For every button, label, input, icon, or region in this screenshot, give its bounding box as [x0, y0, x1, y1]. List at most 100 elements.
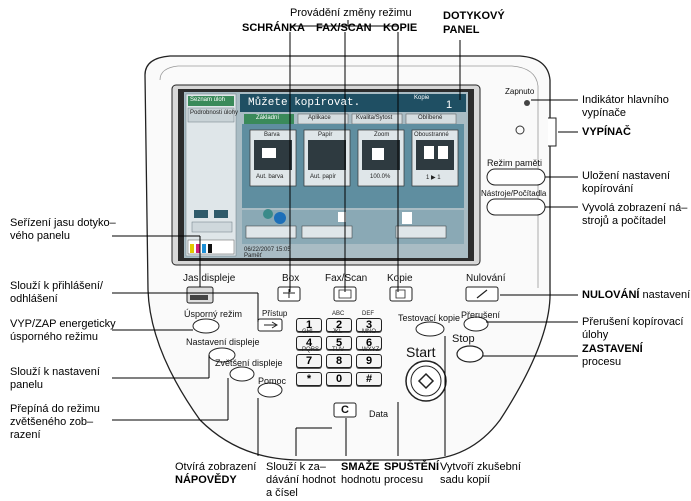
reset-annotation: NULOVÁNÍ nastavení: [582, 289, 690, 302]
screen-detail-btn: [187, 107, 235, 123]
keypad-key[interactable]: 8: [326, 354, 352, 368]
power-switch: [548, 117, 557, 147]
enlarge-display-key: [229, 366, 255, 382]
login-annotation-2: odhlášení: [10, 293, 58, 305]
keypad-key[interactable]: 1: [296, 318, 322, 332]
proof-copy-key: [415, 321, 445, 337]
interrupt-annotation-2: úlohy: [582, 329, 609, 341]
tools-annotation-1: Vyvolá zobrazení ná–: [582, 202, 688, 214]
box-label: Box: [282, 273, 300, 284]
screen-delete-btn: [191, 221, 233, 233]
reset-annotation-bold: NULOVÁNÍ: [582, 289, 640, 301]
keypad-annotation-2: dávání hodnot: [266, 474, 336, 486]
keypad-key[interactable]: 7: [296, 354, 322, 368]
screen-card-paper[interactable]: Papír: [318, 132, 333, 138]
enlarge-annotation-2: zvětšeného zob–: [10, 416, 94, 428]
memory-annotation-2: kopírování: [582, 183, 634, 195]
start-diamond: [417, 372, 435, 390]
panel-inner-edge: [159, 65, 539, 288]
stop-label: Stop: [452, 333, 475, 345]
keypad-key-letters: DEF: [362, 311, 374, 317]
interrupt-label: Přerušení: [461, 310, 501, 320]
power-save-label: Úsporný režim: [184, 309, 243, 319]
keypad-key-letters: TUV: [332, 347, 344, 353]
power-indicator-annotation-1: Indikátor hlavního: [582, 94, 669, 106]
tools-counter-button: [486, 198, 546, 216]
screen-card-paper-sub: Aut. papír: [310, 174, 337, 180]
power-icon-ring: [515, 125, 525, 135]
keypad-key[interactable]: 6: [356, 336, 382, 350]
screen-job-detail-button[interactable]: Podrobnosti úlohy: [190, 110, 239, 116]
screen-card-duplex[interactable]: Oboustranné: [414, 132, 449, 138]
keypad-key[interactable]: #: [356, 372, 382, 386]
power-save-key: [192, 318, 220, 334]
fax-scan-annotation: FAX/SCAN: [316, 22, 372, 34]
touch-panel-annotation-1: DOTYKOVÝ: [443, 10, 505, 22]
display-settings-label: Nastavení displeje: [186, 337, 260, 347]
screen-tab-0: [244, 114, 294, 124]
panel-settings-annotation-2: panelu: [10, 379, 44, 391]
keypad-key[interactable]: *: [296, 372, 322, 386]
help-label: Pomoc: [258, 376, 287, 386]
tools-counter-label: Nástroje/Počítadla: [481, 189, 547, 198]
interrupt-key: [463, 316, 489, 332]
touch-panel-annotation-2: PANEL: [443, 24, 480, 36]
data-label: Data: [369, 409, 389, 419]
stop-annotation-1: ZASTAVENÍ: [582, 343, 643, 355]
brightness-icon: [190, 295, 208, 300]
keypad-key-letters: MNO: [362, 329, 376, 335]
screen-card-color-sub: Aut. barva: [256, 174, 284, 180]
power-switch-annotation: VYPÍNAČ: [582, 126, 631, 138]
screen-tab-quality[interactable]: Kvalita/Sytost: [356, 115, 393, 121]
brightness-annotation-1: Seřízení jasu dotyko–: [10, 217, 116, 229]
keypad-key-letters: GHI: [302, 329, 313, 335]
screen-copies-label: Kopie: [414, 95, 430, 101]
keypad-key[interactable]: 9: [356, 354, 382, 368]
enlarge-annotation-3: razení: [10, 429, 41, 441]
screen-tab-favorites[interactable]: Oblíbené: [418, 115, 443, 121]
screen-tab-application[interactable]: Aplikace: [308, 115, 331, 121]
keypad-key[interactable]: 4: [296, 336, 322, 350]
screen-card-color[interactable]: Barva: [264, 132, 280, 138]
screen-tab-basic[interactable]: Základní: [256, 115, 280, 121]
help-annotation-2: NÁPOVĚDY: [175, 474, 237, 486]
keypad-annotation-1: Slouží k za–: [266, 461, 326, 473]
reset-label: Nulování: [466, 273, 506, 284]
screen-card-zoom[interactable]: Zoom: [374, 132, 390, 138]
keypad-key[interactable]: 0: [326, 372, 352, 386]
power-indicator-annotation-2: vypínače: [582, 107, 627, 119]
clear-key-label[interactable]: C: [341, 404, 349, 416]
brightness-label: Jas displeje: [183, 273, 236, 284]
keypad-key[interactable]: 5: [326, 336, 352, 350]
interrupt-annotation-1: Přerušení kopírovací: [582, 316, 684, 328]
start-label: Start: [406, 344, 436, 360]
reset-annotation-rest: nastavení: [639, 289, 691, 301]
keypad-key-letters: JKL: [332, 329, 343, 335]
screen-scroll-down: [214, 210, 228, 218]
clear-annotation-1: SMAŽE: [341, 461, 380, 473]
proof-annotation-2: sadu kopií: [440, 474, 491, 486]
copy-label: Kopie: [387, 273, 413, 284]
screen-job-list-button[interactable]: Seznam úloh: [190, 97, 226, 103]
stop-key: [456, 345, 484, 363]
keypad-key[interactable]: 3: [356, 318, 382, 332]
start-key: [405, 360, 447, 402]
panel-settings-annotation-1: Slouží k nastavení: [10, 366, 100, 378]
copy-annotation: KOPIE: [383, 22, 418, 34]
stop-annotation-2: procesu: [582, 356, 622, 368]
screen-card-duplex-sub: 1 ▶ 1: [426, 175, 441, 181]
copy-key: [389, 286, 413, 302]
tools-annotation-2: strojů a počítadel: [582, 215, 666, 227]
memory-annotation-1: Uložení nastavení: [582, 170, 671, 182]
enlarge-annotation-1: Přepíná do režimu: [10, 403, 100, 415]
enlarge-display-label: Zvětšení displeje: [215, 358, 283, 368]
access-label: Přístup: [262, 309, 288, 318]
keypad-key[interactable]: 2: [326, 318, 352, 332]
clear-key: [333, 402, 357, 418]
keypad-key-letters: WXYZ: [362, 347, 380, 353]
proof-annotation-1: Vytvoří zkušební: [440, 461, 521, 473]
power-save-annotation-2: úsporného režimu: [10, 331, 99, 343]
screen-titlebar: [240, 94, 466, 112]
clear-annotation-2: hodnotu: [341, 474, 381, 486]
